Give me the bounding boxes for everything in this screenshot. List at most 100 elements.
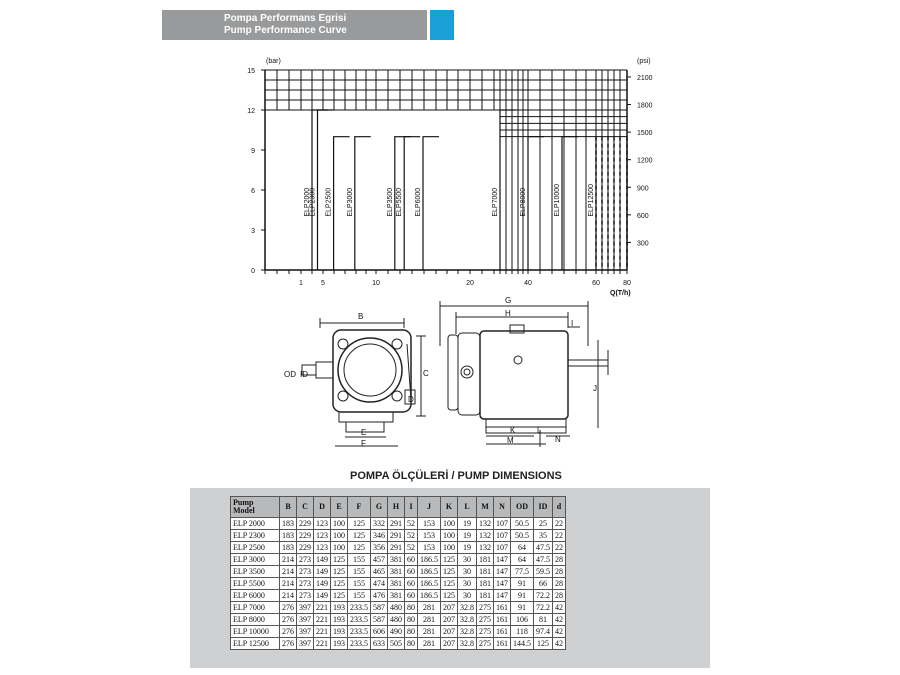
table-cell: 28 — [552, 553, 566, 566]
table-cell: 397 — [296, 613, 314, 626]
left-axis-unit: (bar) — [266, 58, 281, 65]
table-cell: 100 — [330, 517, 348, 530]
table-cell: 125 — [533, 637, 553, 650]
pump-label: ELP8000 — [520, 188, 527, 217]
chart-grid — [264, 69, 628, 271]
pump-label: ELP12500 — [588, 184, 595, 217]
table-cell: 100 — [330, 529, 348, 542]
table-cell: 25 — [533, 517, 553, 530]
table-cell: 100 — [440, 517, 458, 530]
table-cell: 80 — [404, 625, 418, 638]
x-tick-label: 80 — [623, 280, 631, 287]
x-axis-unit: Q(T/h) — [610, 290, 631, 297]
x-tick-label: 20 — [466, 280, 474, 287]
table-cell: 381 — [387, 589, 405, 602]
table-cell: 161 — [493, 601, 511, 614]
table-cell: 47.5 — [533, 541, 553, 554]
table-cell: 125 — [440, 577, 458, 590]
table-cell: 275 — [476, 601, 494, 614]
table-cell: 155 — [347, 577, 371, 590]
table-cell: 100 — [440, 529, 458, 542]
table-cell: 281 — [417, 637, 441, 650]
table-cell: 153 — [417, 517, 441, 530]
table-cell: 161 — [493, 613, 511, 626]
table-cell: 28 — [552, 577, 566, 590]
model-cell: ELP 2300 — [230, 529, 280, 542]
pump-curve — [333, 136, 350, 270]
table-cell: 32.8 — [457, 625, 477, 638]
table-cell: 125 — [347, 517, 371, 530]
header-title-en: Pump Performance Curve — [224, 25, 347, 36]
table-cell: 587 — [370, 601, 388, 614]
table-cell: 22 — [552, 517, 566, 530]
table-cell: 30 — [457, 553, 477, 566]
table-cell: 480 — [387, 601, 405, 614]
table-cell: 60 — [404, 577, 418, 590]
pump-label: ELP2300 — [310, 188, 317, 217]
table-cell: 107 — [493, 517, 511, 530]
front-view — [301, 318, 426, 447]
column-header: K — [440, 496, 458, 518]
table-cell: 80 — [404, 613, 418, 626]
table-cell: 50.5 — [510, 529, 534, 542]
table-cell: 42 — [552, 625, 566, 638]
table-cell: 125 — [440, 553, 458, 566]
front-labels: B C D E F OD ID — [284, 312, 429, 448]
model-cell: ELP 3000 — [230, 553, 280, 566]
label-h: H — [505, 309, 511, 318]
label-od: OD — [284, 370, 296, 379]
table-cell: 155 — [347, 553, 371, 566]
x-tick-label: 10 — [372, 280, 380, 287]
column-header: F — [347, 496, 371, 518]
table-cell: 276 — [279, 637, 297, 650]
table-cell: 181 — [476, 577, 494, 590]
table-cell: 397 — [296, 637, 314, 650]
label-l: L — [537, 426, 542, 435]
column-header: M — [476, 496, 494, 518]
table-cell: 186.5 — [417, 577, 441, 590]
x-tick-label: 1 — [299, 280, 303, 287]
table-cell: 125 — [347, 541, 371, 554]
table-cell: 186.5 — [417, 589, 441, 602]
label-b: B — [358, 312, 363, 321]
x-tick-label: 40 — [524, 280, 532, 287]
table-cell: 273 — [296, 553, 314, 566]
table-cell: 81 — [533, 613, 553, 626]
table-cell: 123 — [313, 529, 331, 542]
table-cell: 193 — [330, 613, 348, 626]
label-c: C — [423, 369, 429, 378]
table-cell: 123 — [313, 541, 331, 554]
table-cell: 229 — [296, 517, 314, 530]
table-cell: 107 — [493, 541, 511, 554]
table-cell: 52 — [404, 541, 418, 554]
table-cell: 50.5 — [510, 517, 534, 530]
table-cell: 587 — [370, 613, 388, 626]
table-cell: 276 — [279, 613, 297, 626]
table-cell: 276 — [279, 601, 297, 614]
pump-curve — [422, 136, 439, 270]
table-cell: 22 — [552, 529, 566, 542]
table-cell: 214 — [279, 565, 297, 578]
table-cell: 22 — [552, 541, 566, 554]
table-cell: 332 — [370, 517, 388, 530]
table-cell: 276 — [279, 625, 297, 638]
table-cell: 132 — [476, 529, 494, 542]
table-cell: 181 — [476, 565, 494, 578]
label-i: I — [571, 319, 573, 328]
table-cell: 28 — [552, 565, 566, 578]
label-j: J — [593, 384, 597, 393]
column-header: H — [387, 496, 405, 518]
pump-label: ELP2500 — [326, 188, 333, 217]
table-cell: 72.2 — [533, 589, 553, 602]
table-cell: 221 — [313, 625, 331, 638]
table-cell: 80 — [404, 601, 418, 614]
column-header: N — [493, 496, 511, 518]
column-header: D — [313, 496, 331, 518]
table-cell: 30 — [457, 565, 477, 578]
